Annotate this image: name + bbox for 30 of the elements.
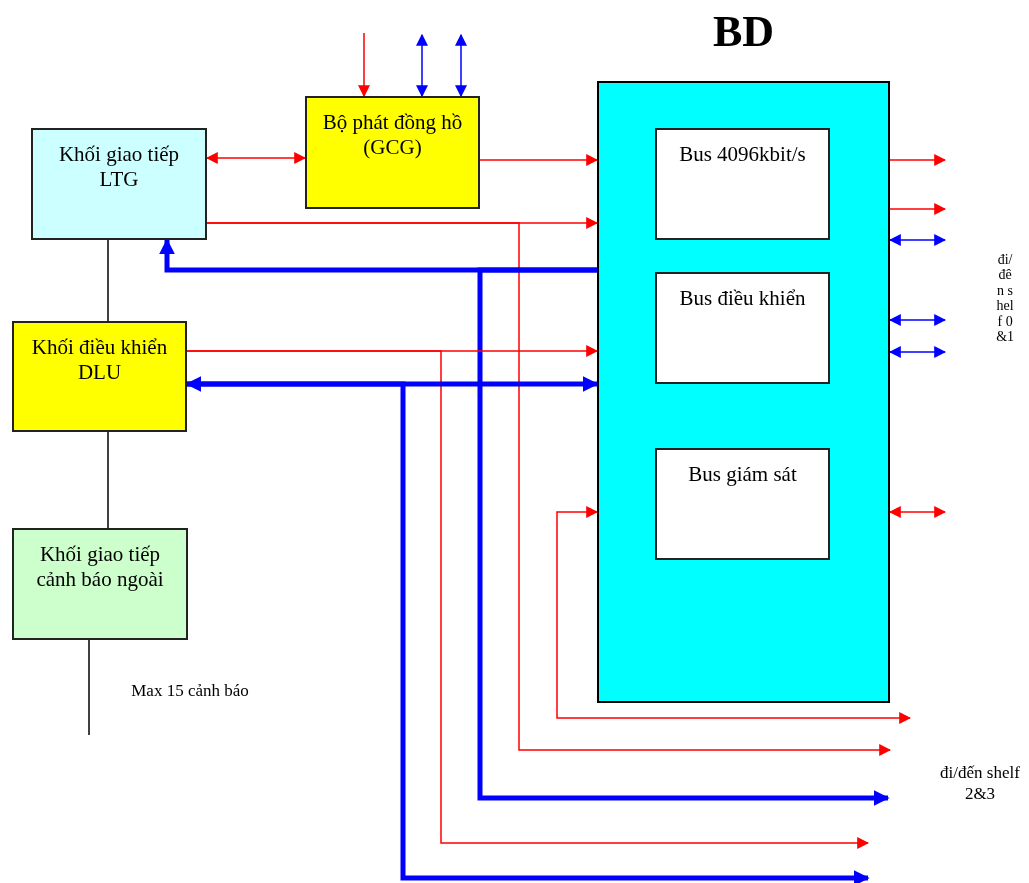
- arrow: [206, 222, 892, 756]
- arrow: [416, 33, 428, 98]
- connector-line: [107, 239, 109, 322]
- connector-line: [107, 431, 109, 529]
- block-label: Khối điều khiển DLU: [30, 335, 169, 386]
- block-label: Bus giám sát: [688, 462, 797, 488]
- note-text: đi/đên shelf 0&1: [996, 252, 1015, 345]
- arrow: [889, 154, 947, 166]
- arrow: [477, 267, 890, 806]
- note-text: đi/đến shelf 2&3: [939, 762, 1021, 805]
- block-label: Bus 4096kbit/s: [679, 142, 806, 168]
- bus-block: [655, 272, 830, 384]
- arrow: [556, 506, 912, 724]
- block-label: Bus điều khiển: [679, 286, 806, 312]
- control-block: [12, 321, 187, 432]
- arrow: [455, 33, 467, 98]
- arrow: [358, 32, 370, 98]
- alarm-interface-block: [12, 528, 188, 640]
- arrow: [479, 154, 599, 166]
- interface-block: [31, 128, 207, 240]
- block-label: Bộ phát đồng hồ (GCG): [321, 110, 464, 161]
- block-label: Khối giao tiếp cảnh báo ngoài: [35, 542, 165, 593]
- bus-block: [655, 448, 830, 560]
- connector-line: [88, 639, 90, 736]
- bus-block: [655, 128, 830, 240]
- board-heading: BD: [711, 10, 776, 54]
- block-label: Khối giao tiếp LTG: [57, 142, 181, 193]
- arrow: [889, 203, 947, 215]
- note-text: Max 15 cảnh báo: [130, 680, 250, 702]
- clock-generator-block: [305, 96, 480, 209]
